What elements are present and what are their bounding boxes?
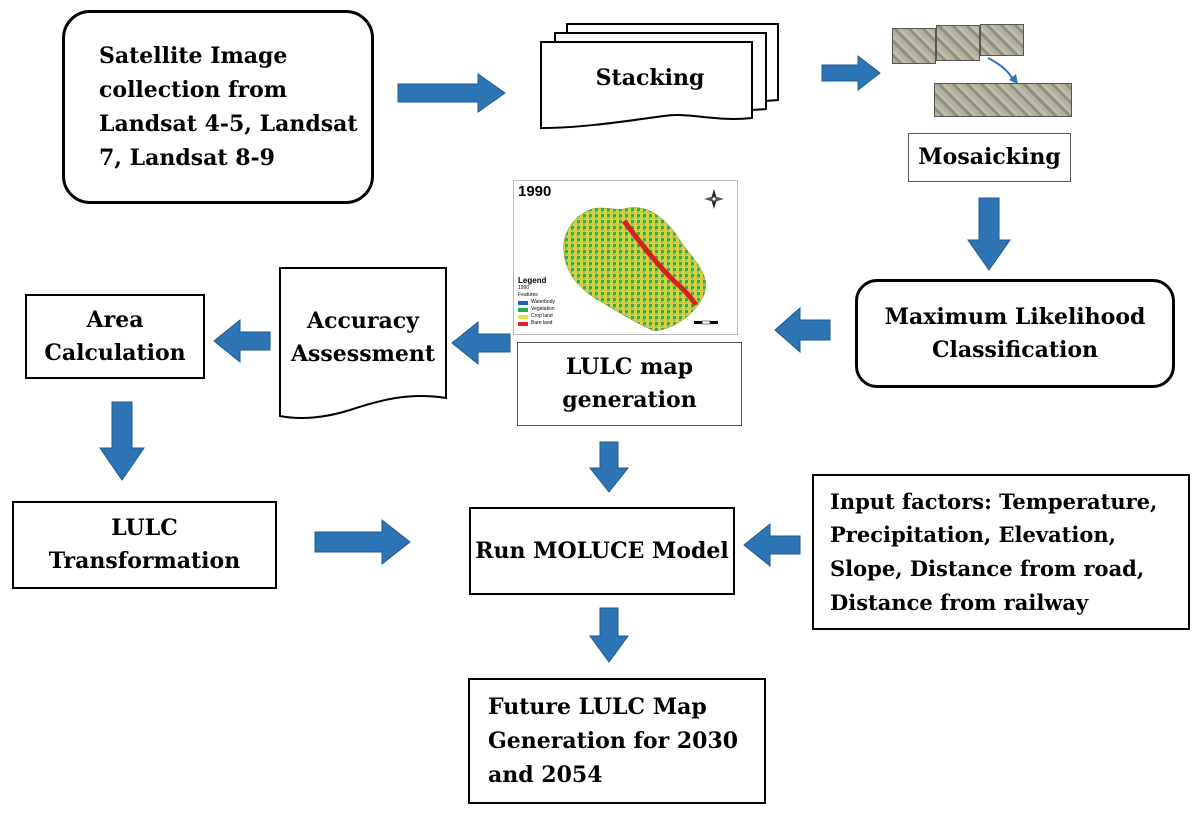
arrow-area-to-transformation xyxy=(99,401,145,481)
moluce-node: Run MOLUCE Model xyxy=(469,507,735,595)
lulc-map-thumbnail: 1990 Legend 1990 Features Waterbo xyxy=(513,180,738,335)
arrow-mosaicking-to-mlc xyxy=(967,197,1011,271)
mosaic-tile-1 xyxy=(892,28,936,64)
legend-title: Legend xyxy=(518,276,547,285)
legend-item: Bare land xyxy=(518,320,555,327)
input-factors-label: Input factors: Temperature, Precipitatio… xyxy=(830,488,1158,615)
mosaicking-label: Mosaicking xyxy=(918,144,1061,170)
arrow-satellite-to-stacking xyxy=(397,73,506,113)
area-calculation-label: Area Calculation xyxy=(44,306,186,366)
future-lulc-label: Future LULC Map Generation for 2030 and … xyxy=(488,693,739,789)
map-region xyxy=(563,207,706,332)
arrow-inputs-to-moluce xyxy=(743,522,801,568)
input-factors-node: Input factors: Temperature, Precipitatio… xyxy=(812,474,1190,630)
arrow-moluce-to-future xyxy=(589,607,629,663)
arrow-transformation-to-moluce xyxy=(314,518,411,566)
lulc-transformation-label: LULC Transformation xyxy=(48,515,241,574)
legend-features: Features xyxy=(518,292,538,298)
mlc-node: Maximum Likelihood Classification xyxy=(855,279,1175,388)
north-arrow-icon xyxy=(704,189,724,209)
mosaic-tile-3 xyxy=(980,24,1024,56)
legend-item: Vegetation xyxy=(518,306,555,313)
lulc-map-generation-node: LULC map generation xyxy=(517,342,742,426)
arrow-lulc-to-accuracy xyxy=(451,320,511,366)
map-legend: Legend 1990 Features Waterbody Vegetatio… xyxy=(518,276,555,327)
legend-item: Waterbody xyxy=(518,299,555,306)
arrow-accuracy-to-area xyxy=(213,318,271,364)
mosaic-curve-arrowhead xyxy=(1009,74,1018,84)
mosaicking-node: Mosaicking xyxy=(908,133,1071,182)
moluce-label: Run MOLUCE Model xyxy=(475,537,729,564)
lulc-map-generation-label: LULC map generation xyxy=(562,354,697,413)
mosaic-tile-2 xyxy=(936,25,980,61)
satellite-collection-node: Satellite Image collection from Landsat … xyxy=(62,10,374,204)
stacking-label: Stacking xyxy=(595,64,705,91)
area-calculation-node: Area Calculation xyxy=(25,294,205,379)
accuracy-node: Accuracy Assessment xyxy=(284,298,442,378)
legend-sub: 1990 xyxy=(518,285,530,291)
arrow-lulc-to-moluce xyxy=(588,441,630,493)
mosaic-result xyxy=(934,83,1072,117)
mlc-label: Maximum Likelihood Classification xyxy=(884,303,1146,363)
accuracy-label: Accuracy Assessment xyxy=(290,308,436,367)
map-graphic xyxy=(563,189,724,332)
lulc-transformation-node: LULC Transformation xyxy=(12,501,277,589)
map-year-label: 1990 xyxy=(518,183,552,200)
future-lulc-node: Future LULC Map Generation for 2030 and … xyxy=(468,678,766,804)
stacking-node: Stacking xyxy=(560,58,740,98)
legend-item: Crop land xyxy=(518,313,555,320)
arrow-mlc-to-lulc xyxy=(774,306,831,354)
satellite-collection-label: Satellite Image collection from Landsat … xyxy=(99,42,358,172)
arrow-stacking-to-mosaicking xyxy=(821,54,881,92)
map-river xyxy=(622,219,699,307)
scale-bar xyxy=(694,320,718,325)
